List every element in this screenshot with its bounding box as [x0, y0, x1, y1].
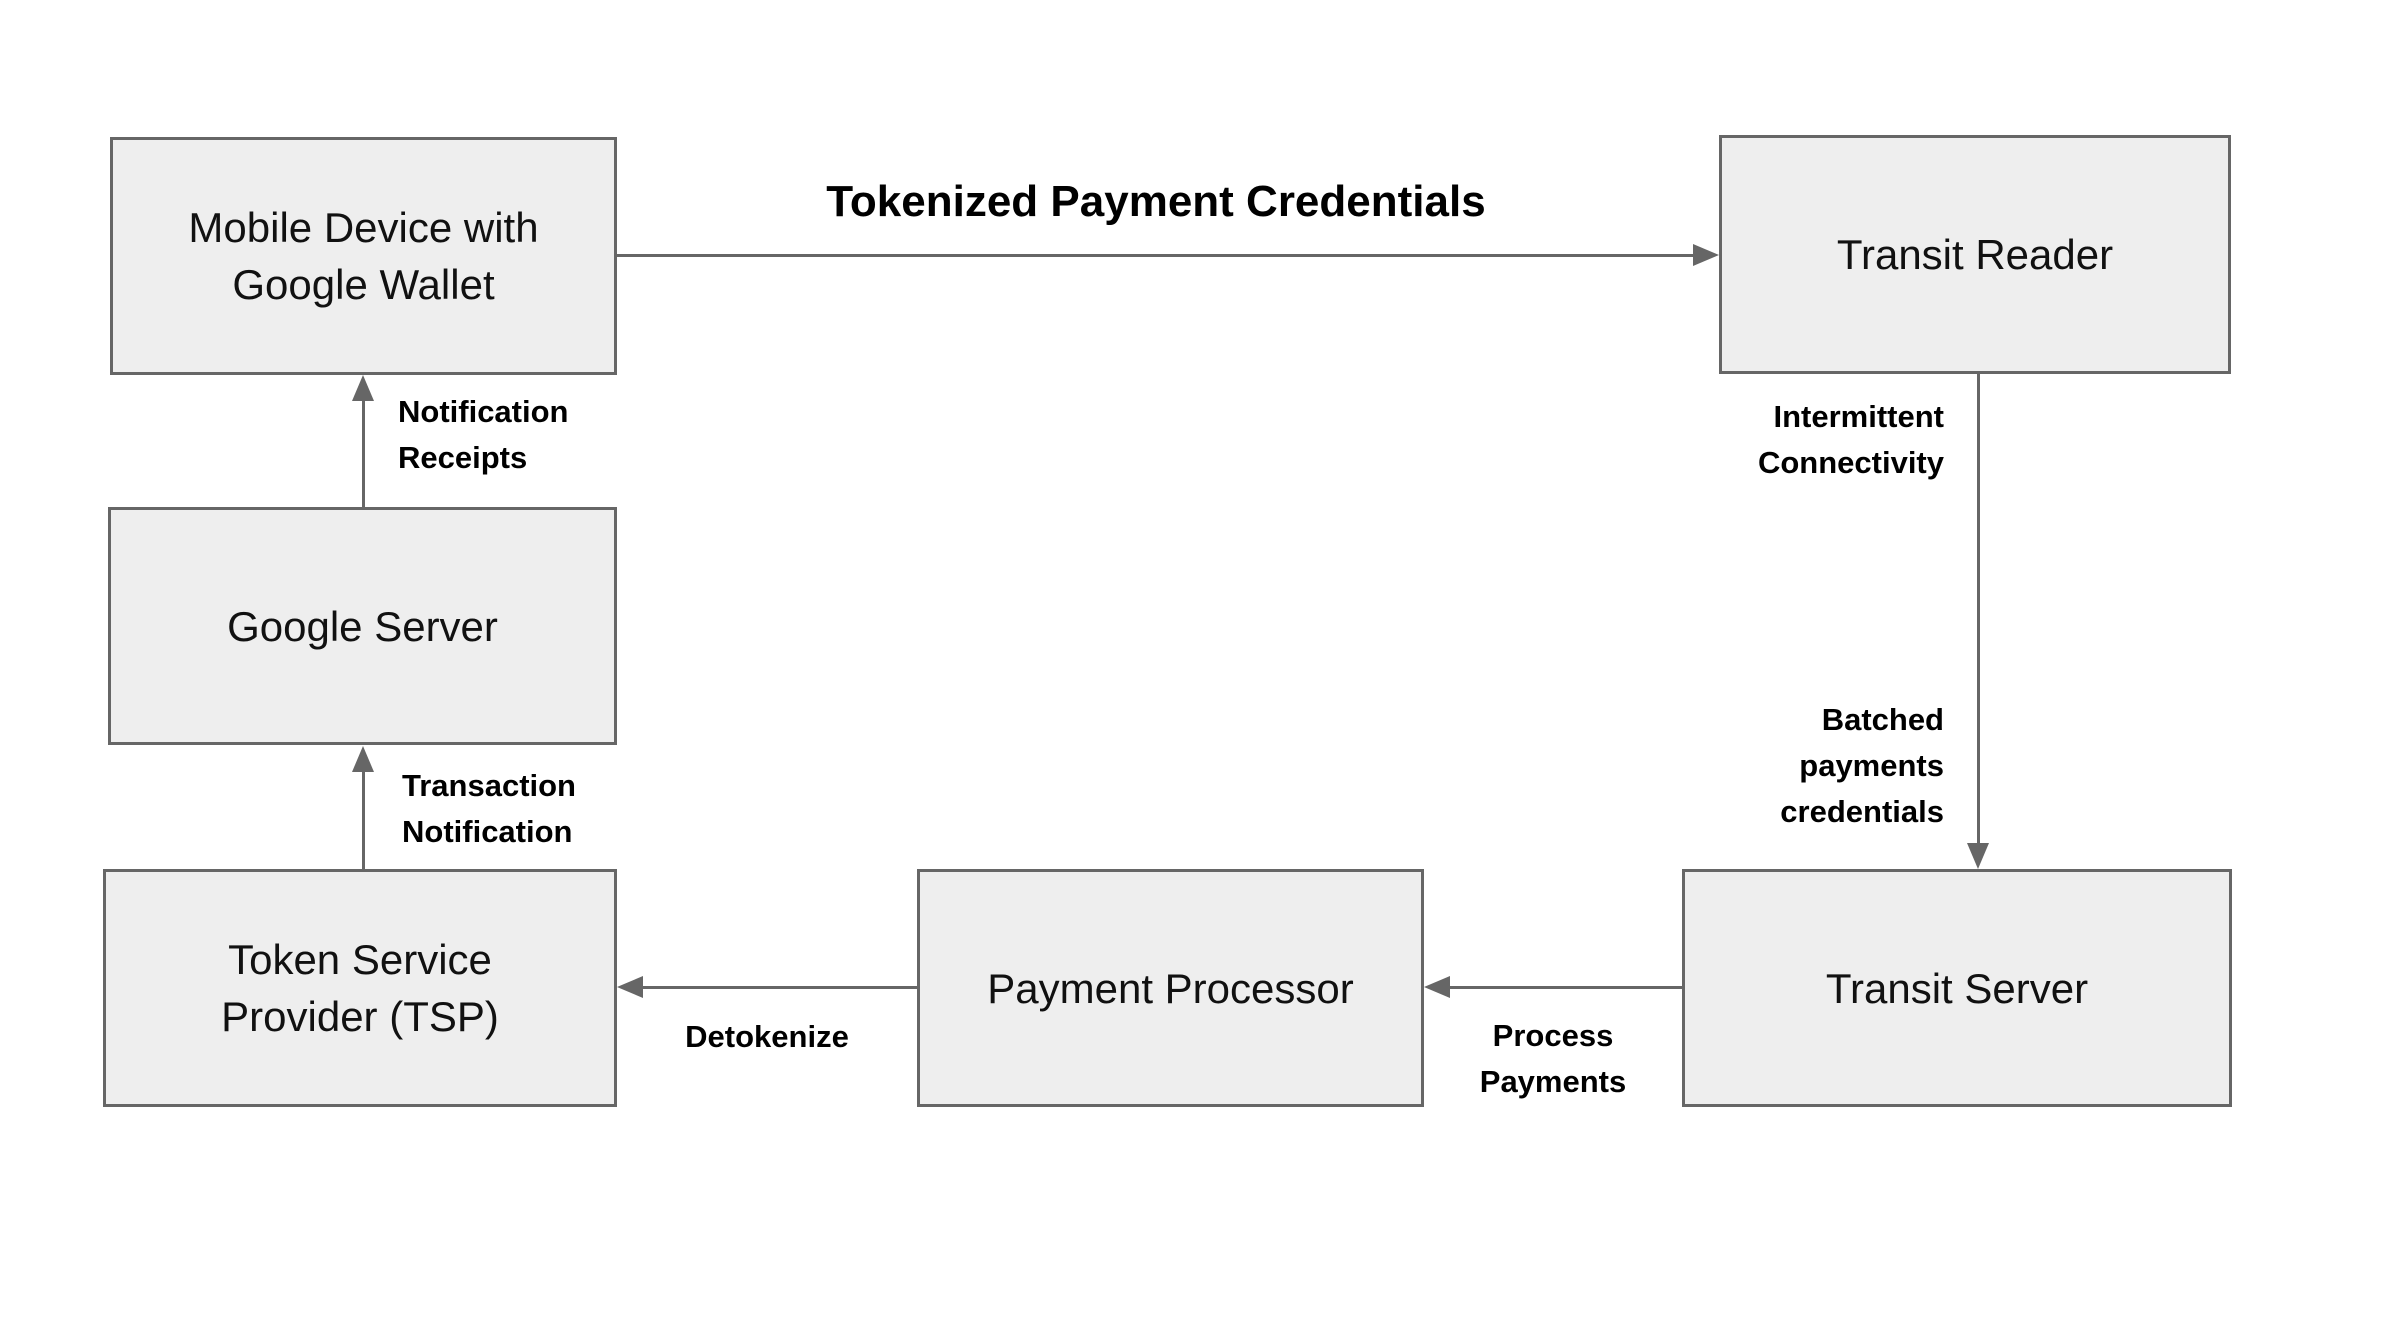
transit-reader-label: Transit Reader — [1836, 231, 2114, 278]
process-payments-edge-label: Process Payments — [1479, 1018, 1627, 1099]
notification-receipts-arrow-line — [362, 401, 365, 508]
arrowhead-left-icon — [1424, 976, 1450, 998]
intermittent-connectivity-edge-label: Intermittent Connectivity — [1757, 399, 1944, 480]
payment-processor-node: Payment Processor — [917, 869, 1424, 1107]
google-server-label: Google Server — [227, 602, 498, 650]
reader-to-server-arrow-line — [1977, 374, 1980, 845]
arrowhead-up-icon — [352, 375, 374, 401]
arrowhead-up-icon — [352, 746, 374, 772]
transit-server-node: Transit Server — [1682, 869, 2232, 1107]
mobile-device-label: Mobile Device with Google Wallet — [188, 204, 539, 308]
batched-payments-credentials-edge-label: Batched payments credentials — [1780, 702, 1944, 829]
arrowhead-down-icon — [1967, 843, 1989, 869]
process-payments-arrow-line — [1450, 986, 1682, 989]
arrowhead-left-icon — [617, 976, 643, 998]
transit-reader-node: Transit Reader — [1719, 135, 2231, 374]
token-service-provider-label: Token Service Provider (TSP) — [221, 936, 499, 1040]
detokenize-edge-label: Detokenize — [685, 1019, 849, 1054]
transit-server-label: Transit Server — [1825, 964, 2089, 1012]
google-server-node: Google Server — [108, 507, 617, 745]
payment-processor-label: Payment Processor — [987, 964, 1354, 1012]
transaction-notification-arrow-line — [362, 772, 365, 869]
mobile-device-node: Mobile Device with Google Wallet — [110, 137, 617, 375]
tokenized-payment-edge-label: Tokenized Payment Credentials — [826, 177, 1486, 226]
detokenize-arrow-line — [643, 986, 917, 989]
notification-receipts-edge-label: Notification Receipts — [398, 394, 569, 475]
transaction-notification-edge-label: Transaction Notification — [402, 768, 576, 849]
tokenized-payment-arrow-line — [617, 254, 1695, 257]
arrowhead-right-icon — [1693, 244, 1719, 266]
token-service-provider-node: Token Service Provider (TSP) — [103, 869, 617, 1107]
